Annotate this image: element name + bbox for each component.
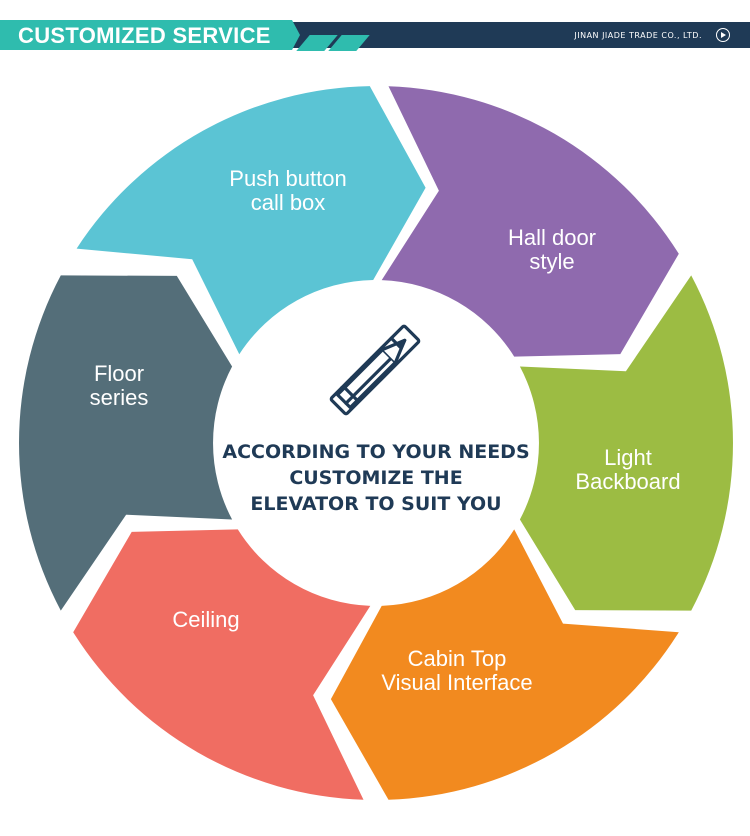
company-name: JINAN JIADE TRADE CO., LTD.: [574, 31, 702, 40]
header-title: CUSTOMIZED SERVICE: [18, 23, 271, 48]
segment-push-button: [76, 86, 426, 355]
center-circle: [216, 283, 536, 603]
center-line-2: CUSTOMIZE THE: [289, 467, 462, 489]
segment-label-floor-2: series: [90, 385, 149, 410]
segment-label-light-2: Backboard: [575, 469, 680, 494]
segment-label-hall-door-2: style: [529, 249, 574, 274]
header-tab: [0, 20, 300, 50]
header: CUSTOMIZED SERVICE JINAN JIADE TRADE CO.…: [0, 0, 750, 80]
segment-hall-door: [381, 86, 679, 357]
segment-label-push-button-2: call box: [251, 190, 326, 215]
play-circle-icon[interactable]: [716, 28, 730, 42]
segment-label-cabin-top-2: Visual Interface: [381, 670, 532, 695]
segment-light-backboard: [519, 275, 733, 611]
segment-ceiling: [73, 529, 371, 800]
segment-floor-series: [19, 275, 233, 611]
segment-label-floor-1: Floor: [94, 361, 144, 386]
wheel-segments: [19, 86, 733, 800]
pencil-ruler-icon: [329, 324, 421, 416]
segment-label-light-1: Light: [604, 445, 652, 470]
center-line-1: ACCORDING TO YOUR NEEDS: [222, 441, 529, 463]
segment-label-hall-door-1: Hall door: [508, 225, 596, 250]
segment-cabin-top: [330, 529, 679, 800]
segment-label-ceiling: Ceiling: [172, 607, 239, 632]
segment-label-push-button-1: Push button: [229, 166, 346, 191]
segment-label-cabin-top-1: Cabin Top: [408, 646, 507, 671]
center-line-3: ELEVATOR TO SUIT YOU: [250, 493, 501, 515]
